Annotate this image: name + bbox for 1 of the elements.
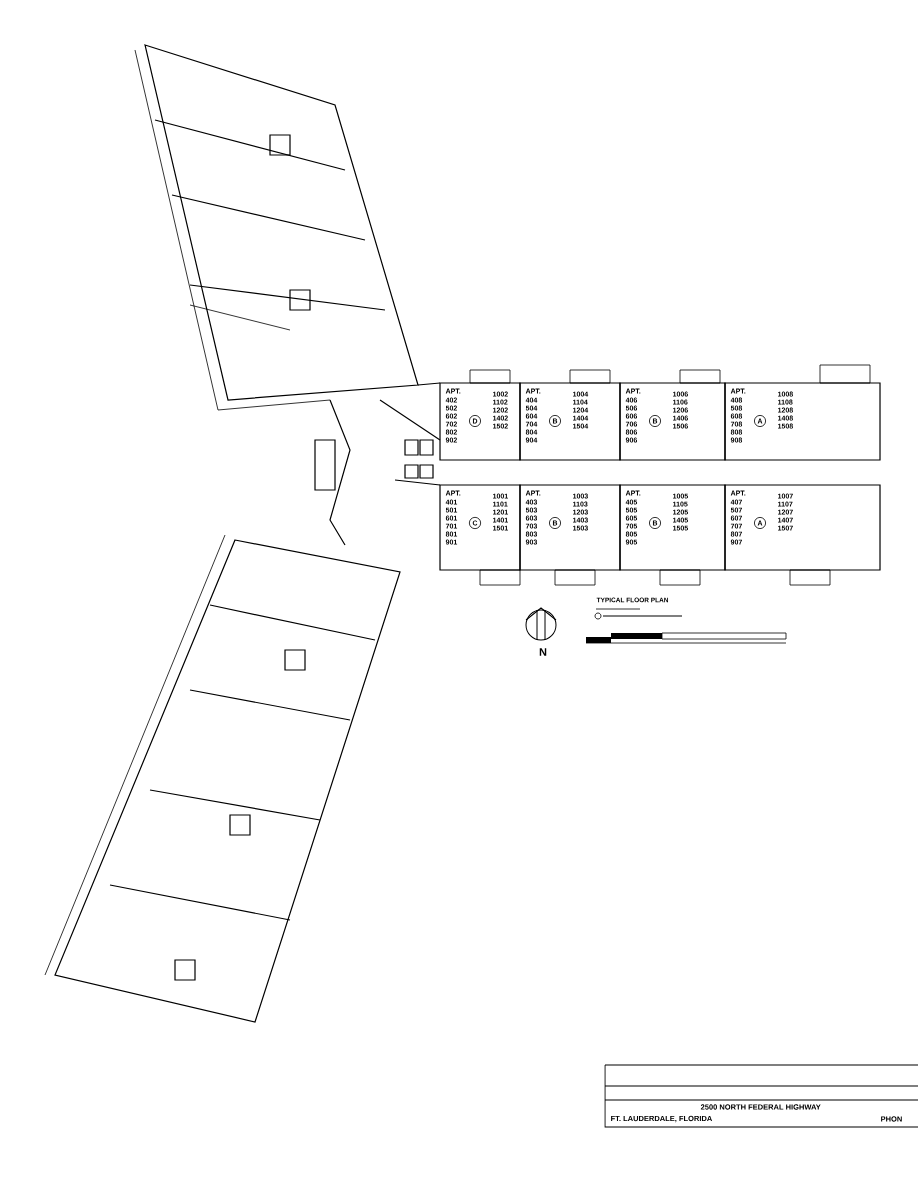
north-letter: N <box>539 648 547 656</box>
